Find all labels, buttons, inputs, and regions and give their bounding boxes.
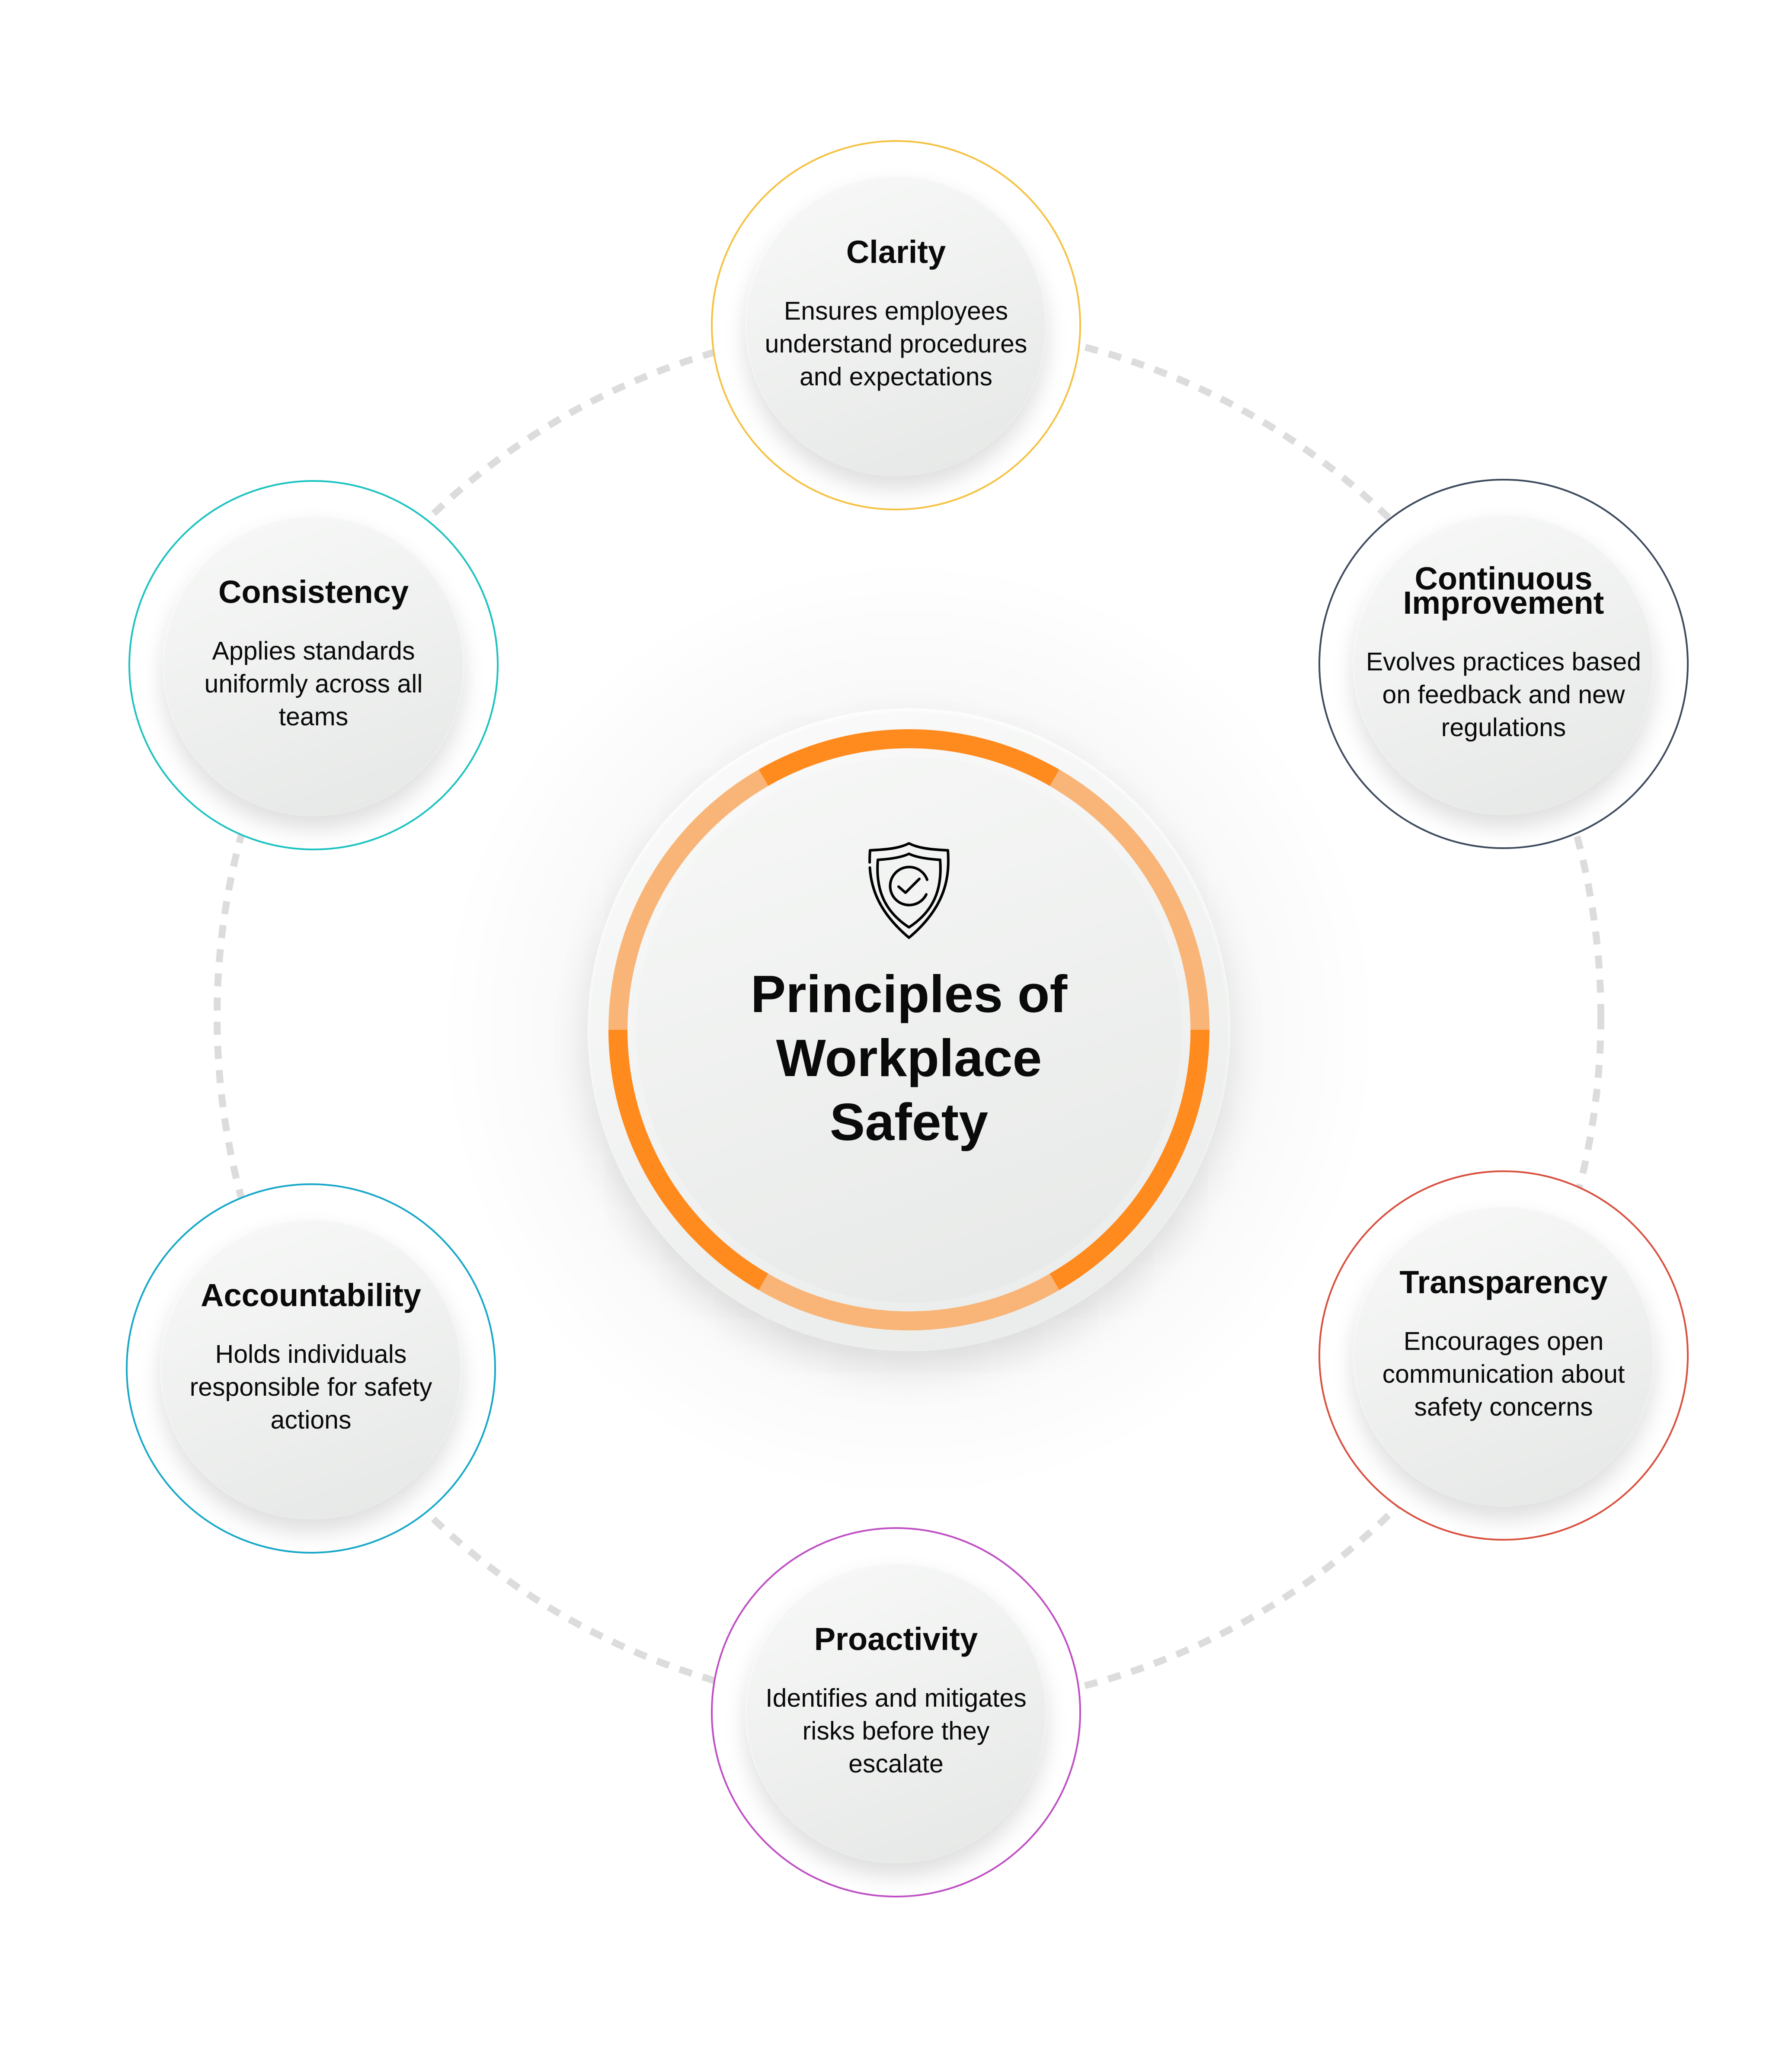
shield-check-icon xyxy=(868,842,950,939)
principle-title: Consistency xyxy=(218,574,409,610)
ring-segment xyxy=(608,769,768,1030)
principle-disc: Transparency Encourages open communicati… xyxy=(1353,1205,1654,1506)
principle-transparency: Transparency Encourages open communicati… xyxy=(1318,1170,1689,1541)
hub-center: Principles of Workplace Safety xyxy=(636,757,1182,1303)
principle-disc: Proactivity Identifies and mitigates ris… xyxy=(745,1561,1047,1863)
principle-proactivity: Proactivity Identifies and mitigates ris… xyxy=(711,1527,1081,1897)
principle-description: Evolves practices based on feedback and … xyxy=(1366,647,1642,742)
principle-disc: Consistency Applies standards uniformly … xyxy=(163,514,464,816)
principle-disc: Accountability Holds individuals respons… xyxy=(160,1218,462,1519)
principle-title: Accountability xyxy=(201,1277,421,1313)
ring-segment xyxy=(608,1029,768,1290)
principle-description: Ensures employees understand procedures … xyxy=(765,297,1027,391)
principle-disc: Clarity Ensures employees understand pro… xyxy=(745,174,1047,476)
ring-segment xyxy=(758,1273,1059,1330)
principle-accountability: Accountability Holds individuals respons… xyxy=(126,1183,496,1554)
principle-consistency: Consistency Applies standards uniformly … xyxy=(128,480,499,850)
principle-clarity: Clarity Ensures employees understand pro… xyxy=(711,140,1081,510)
ring-segment xyxy=(1050,1029,1210,1290)
principle-title: Proactivity xyxy=(814,1621,978,1657)
principle-title: Continuous Improvement xyxy=(1403,561,1604,621)
principle-continuous-improvement: Continuous Improvement Evolves practices… xyxy=(1318,479,1689,849)
ring-segment xyxy=(1050,769,1210,1030)
principle-title: Clarity xyxy=(846,234,946,270)
principle-disc: Continuous Improvement Evolves practices… xyxy=(1353,513,1654,815)
principle-description: Identifies and mitigates risks before th… xyxy=(765,1684,1027,1778)
principle-description: Holds individuals responsible for safety… xyxy=(189,1340,432,1434)
principle-description: Applies standards uniformly across all t… xyxy=(204,637,423,731)
hub-title: Principles of Workplace Safety xyxy=(750,965,1068,1151)
ring-segment xyxy=(758,729,1059,786)
principle-title: Transparency xyxy=(1399,1264,1608,1300)
principle-description: Encourages open communication about safe… xyxy=(1382,1327,1625,1421)
